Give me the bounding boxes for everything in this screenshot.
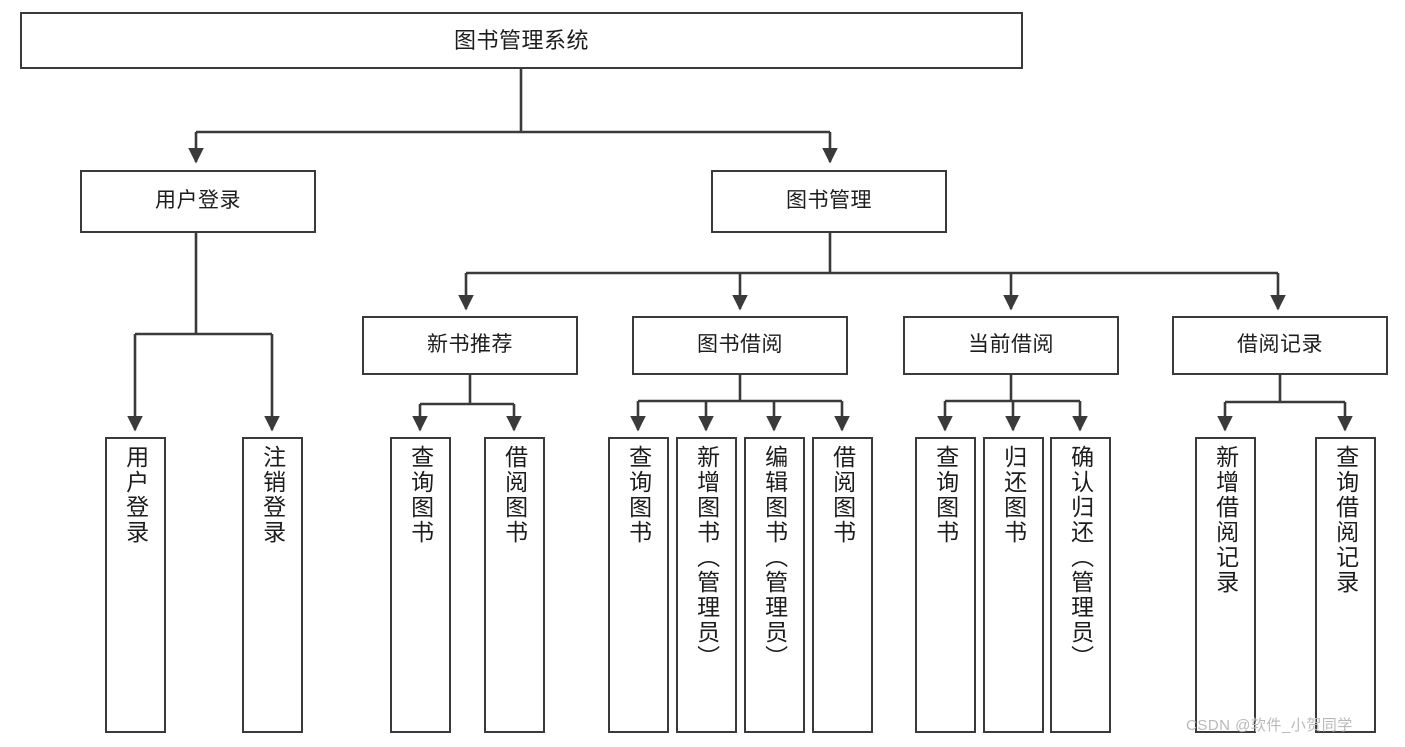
leaf-confirm-return[interactable]: 确认归还（管理员） [1050, 437, 1111, 733]
leaf-add-book[interactable]: 新增图书（管理员） [676, 437, 737, 733]
leaf-user-login[interactable]: 用户登录 [105, 437, 166, 733]
leaf-confirm-return-label: 确认归还（管理员） [1067, 445, 1094, 670]
leaf-return-book-label: 归还图书 [1000, 445, 1027, 545]
leaf-user-logout[interactable]: 注销登录 [242, 437, 303, 733]
watermark: CSDN @软件_小贺同学 [1186, 717, 1353, 734]
node-new-book-recommend-label: 新书推荐 [427, 333, 513, 357]
leaf-query-book-2[interactable]: 查询图书 [608, 437, 669, 733]
node-borrow-record[interactable]: 借阅记录 [1172, 316, 1388, 375]
leaf-query-record[interactable]: 查询借阅记录 [1315, 437, 1376, 733]
node-root-label: 图书管理系统 [453, 27, 589, 53]
node-book-manage[interactable]: 图书管理 [711, 170, 947, 233]
node-book-manage-label: 图书管理 [786, 189, 872, 213]
leaf-borrow-book-1[interactable]: 借阅图书 [484, 437, 545, 733]
leaf-add-book-label: 新增图书（管理员） [693, 445, 720, 670]
leaf-query-book-2-label: 查询图书 [625, 445, 652, 545]
leaf-user-logout-label: 注销登录 [259, 445, 286, 545]
node-root[interactable]: 图书管理系统 [20, 12, 1023, 69]
leaf-add-record[interactable]: 新增借阅记录 [1195, 437, 1256, 733]
node-book-borrow[interactable]: 图书借阅 [632, 316, 848, 375]
node-current-borrow-label: 当前借阅 [968, 333, 1054, 357]
node-borrow-record-label: 借阅记录 [1237, 333, 1323, 357]
leaf-query-book-1[interactable]: 查询图书 [390, 437, 451, 733]
leaf-edit-book-label: 编辑图书（管理员） [761, 445, 788, 670]
leaf-borrow-book-2-label: 借阅图书 [829, 445, 856, 545]
leaf-edit-book[interactable]: 编辑图书（管理员） [744, 437, 805, 733]
node-book-borrow-label: 图书借阅 [697, 333, 783, 357]
leaf-borrow-book-2[interactable]: 借阅图书 [812, 437, 873, 733]
leaf-add-record-label: 新增借阅记录 [1212, 445, 1239, 595]
node-user-login-label: 用户登录 [155, 189, 241, 213]
leaf-query-record-label: 查询借阅记录 [1332, 445, 1359, 595]
leaf-query-book-3[interactable]: 查询图书 [915, 437, 976, 733]
leaf-return-book[interactable]: 归还图书 [983, 437, 1044, 733]
node-new-book-recommend[interactable]: 新书推荐 [362, 316, 578, 375]
leaf-query-book-3-label: 查询图书 [932, 445, 959, 545]
leaf-borrow-book-1-label: 借阅图书 [501, 445, 528, 545]
node-current-borrow[interactable]: 当前借阅 [903, 316, 1119, 375]
node-user-login[interactable]: 用户登录 [80, 170, 316, 233]
leaf-query-book-1-label: 查询图书 [407, 445, 434, 545]
leaf-user-login-label: 用户登录 [122, 445, 149, 545]
